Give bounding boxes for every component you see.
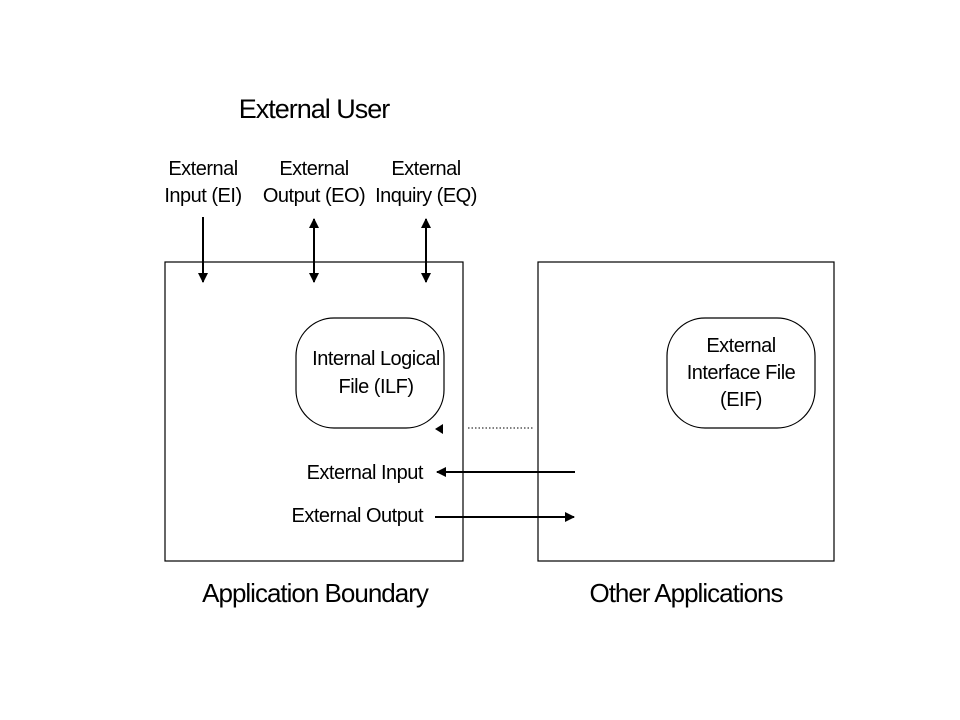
flow-label-external-output: External Output (292, 505, 424, 527)
label-external-input-line1: External (168, 158, 237, 180)
other-applications-label: Other Applications (589, 578, 783, 608)
eif-to-ilf-arrowhead (435, 424, 443, 434)
label-external-inquiry-line1: External (391, 158, 460, 180)
ilf-label-line2: File (ILF) (339, 376, 414, 398)
eif-label-line3: (EIF) (720, 389, 762, 411)
application-boundary-label: Application Boundary (202, 578, 429, 608)
label-external-inquiry-line2: Inquiry (EQ) (375, 185, 477, 207)
eif-label-line2: Interface File (687, 362, 796, 384)
application-boundary-box (164, 261, 464, 562)
label-external-input-line2: Input (EI) (164, 185, 241, 207)
flow-label-external-input: External Input (307, 462, 424, 484)
external-user-title: External User (239, 94, 391, 124)
label-external-output-line1: External (279, 158, 348, 180)
other-applications-box (537, 261, 835, 562)
label-external-output-line2: Output (EO) (263, 185, 365, 207)
eif-shape (666, 317, 816, 429)
eif-label-line1: External (706, 335, 775, 357)
ilf-label-line1: Internal Logical (312, 348, 440, 370)
ilf-shape (295, 317, 445, 429)
